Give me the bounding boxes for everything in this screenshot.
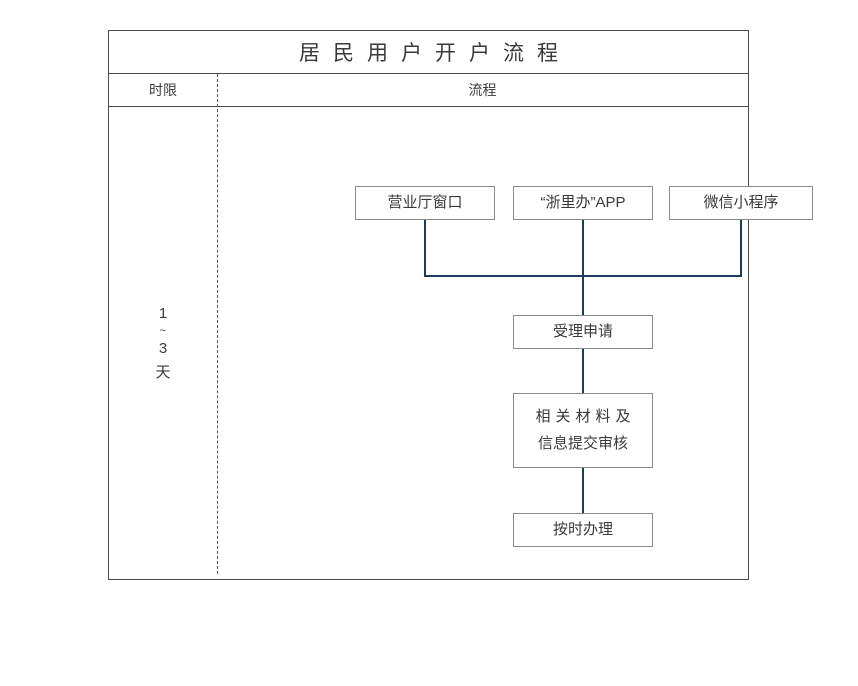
flow-node-process-label: 按时办理 xyxy=(552,520,613,538)
flow-node-wechat-label: 微信小程序 xyxy=(703,193,779,211)
flow-node-material-label-line1: 相关材料及 xyxy=(535,408,636,426)
flow-node-app[interactable]: “浙里办”APP xyxy=(513,186,653,220)
flow-node-accept-label: 受理申请 xyxy=(552,322,613,340)
flow-node-process[interactable]: 按时办理 xyxy=(513,513,653,547)
time-limit-min: 1 xyxy=(158,305,168,323)
flow-node-app-label: “浙里办”APP xyxy=(540,193,626,211)
table-body: 1 ~ 3 天 营业厅窗口 “浙里办”APP 微信小程序 xyxy=(109,107,813,579)
flow-diagram: 营业厅窗口 “浙里办”APP 微信小程序 受理申请 相关材料及 信息提交审 xyxy=(217,107,813,579)
time-limit-max: 3 xyxy=(158,340,168,358)
flow-node-hall[interactable]: 营业厅窗口 xyxy=(355,186,495,220)
flow-node-material-label-line2: 信息提交审核 xyxy=(537,434,628,452)
column-header-flow: 流程 xyxy=(468,82,497,98)
title-row: 居民用户开户流程 xyxy=(109,31,748,74)
flow-node-hall-label: 营业厅窗口 xyxy=(387,193,463,211)
connector-app-drop xyxy=(582,220,584,276)
connector-to-accept xyxy=(582,275,584,315)
connector-wechat-drop xyxy=(740,220,742,276)
flow-node-wechat[interactable]: 微信小程序 xyxy=(669,186,813,220)
time-limit-value: 1 ~ 3 天 xyxy=(109,107,217,579)
table-header-row: 时限 流程 xyxy=(109,74,748,107)
time-limit-unit: 天 xyxy=(155,363,171,381)
flow-node-accept[interactable]: 受理申请 xyxy=(513,315,653,349)
connector-to-material xyxy=(582,349,584,393)
time-limit-separator: ~ xyxy=(159,325,167,338)
column-divider xyxy=(217,74,218,574)
flow-node-material[interactable]: 相关材料及 信息提交审核 xyxy=(513,393,653,468)
flowchart-table: 居民用户开户流程 时限 流程 1 ~ 3 天 营业厅窗口 “浙里办”APP 微信… xyxy=(108,30,813,580)
connector-hall-drop xyxy=(424,220,426,276)
page-title: 居民用户开户流程 xyxy=(299,42,571,65)
column-header-time-limit: 时限 xyxy=(149,82,177,98)
connector-to-process xyxy=(582,468,584,513)
